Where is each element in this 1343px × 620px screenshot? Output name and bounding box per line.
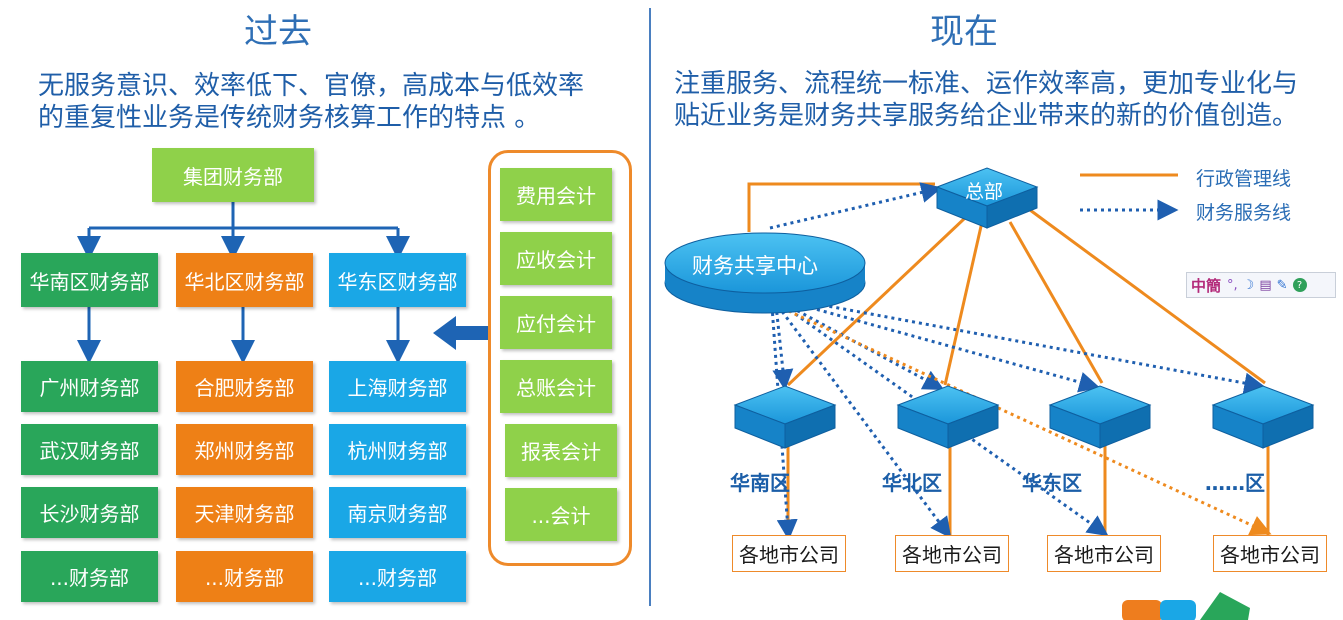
region-node-north: [896, 385, 1000, 449]
ime-punct-icon[interactable]: °,: [1227, 277, 1238, 293]
legend-finance-line: 财务服务线: [1196, 202, 1292, 224]
right-desc-line2: 贴近业务是财务共享服务给企业带来的新的价值创造。: [674, 101, 1299, 131]
south-branch: 长沙财务部: [21, 487, 158, 538]
panel-divider: [649, 8, 651, 606]
region-label-east: 华东区: [1022, 471, 1082, 495]
ime-help-icon[interactable]: ?: [1292, 278, 1307, 292]
ime-keyboard-icon[interactable]: ▤: [1259, 277, 1272, 293]
ime-toolbar[interactable]: 中簡 °, ☽ ▤ ✎ ?: [1186, 272, 1336, 298]
ime-tool-icon[interactable]: ✎: [1276, 277, 1288, 293]
root-dept: 集团财务部: [152, 148, 314, 202]
north-branch: 合肥财务部: [176, 361, 313, 412]
right-title: 现在: [930, 12, 998, 52]
function-group-frame: [488, 150, 632, 566]
east-branch: ...财务部: [329, 551, 466, 602]
decorative-corner-icon: [1122, 592, 1250, 620]
function-item: 应付会计: [500, 296, 612, 349]
east-branch: 南京财务部: [329, 487, 466, 538]
region-label-south: 华南区: [730, 471, 790, 495]
north-branch: 天津财务部: [176, 487, 313, 538]
region-label-north: 华北区: [882, 471, 942, 495]
right-desc-line1: 注重服务、流程统一标准、运作效率高，更加专业化与: [674, 69, 1299, 99]
function-item: ...会计: [505, 488, 617, 541]
region-north-dept: 华北区财务部: [176, 253, 313, 307]
city-company-box: 各地市公司: [732, 535, 846, 572]
function-item: 报表会计: [505, 424, 617, 477]
south-branch: 武汉财务部: [21, 424, 158, 475]
shared-center-node: [664, 232, 866, 314]
north-branch: ...财务部: [176, 551, 313, 602]
city-company-box: 各地市公司: [1047, 535, 1161, 572]
left-desc-line2: 的重复性业务是传统财务核算工作的特点 。: [38, 103, 541, 133]
left-connectors: [77, 202, 490, 364]
left-title: 过去: [244, 12, 312, 52]
function-item: 费用会计: [500, 168, 612, 221]
ime-moon-icon[interactable]: ☽: [1242, 277, 1255, 293]
region-south-dept: 华南区财务部: [21, 253, 158, 307]
shared-center-label: 财务共享中心: [692, 254, 818, 278]
region-east-dept: 华东区财务部: [329, 253, 466, 307]
east-branch: 上海财务部: [329, 361, 466, 412]
hq-label: 总部: [965, 181, 1004, 203]
region-label-other: ……区: [1205, 471, 1265, 495]
region-node-other: [1211, 385, 1315, 449]
city-company-box: 各地市公司: [895, 535, 1009, 572]
city-company-box: 各地市公司: [1213, 535, 1327, 572]
left-desc-line1: 无服务意识、效率低下、官僚，高成本与低效率: [38, 71, 585, 101]
south-branch: ...财务部: [21, 551, 158, 602]
function-item: 应收会计: [500, 232, 612, 285]
region-node-east: [1048, 385, 1152, 449]
ime-mode-text[interactable]: 中簡: [1191, 276, 1222, 295]
hq-node: [935, 167, 1039, 229]
legend-admin-line: 行政管理线: [1196, 168, 1292, 190]
region-node-south: [733, 385, 837, 449]
function-item: 总账会计: [500, 360, 612, 413]
north-branch: 郑州财务部: [176, 424, 313, 475]
south-branch: 广州财务部: [21, 361, 158, 412]
east-branch: 杭州财务部: [329, 424, 466, 475]
